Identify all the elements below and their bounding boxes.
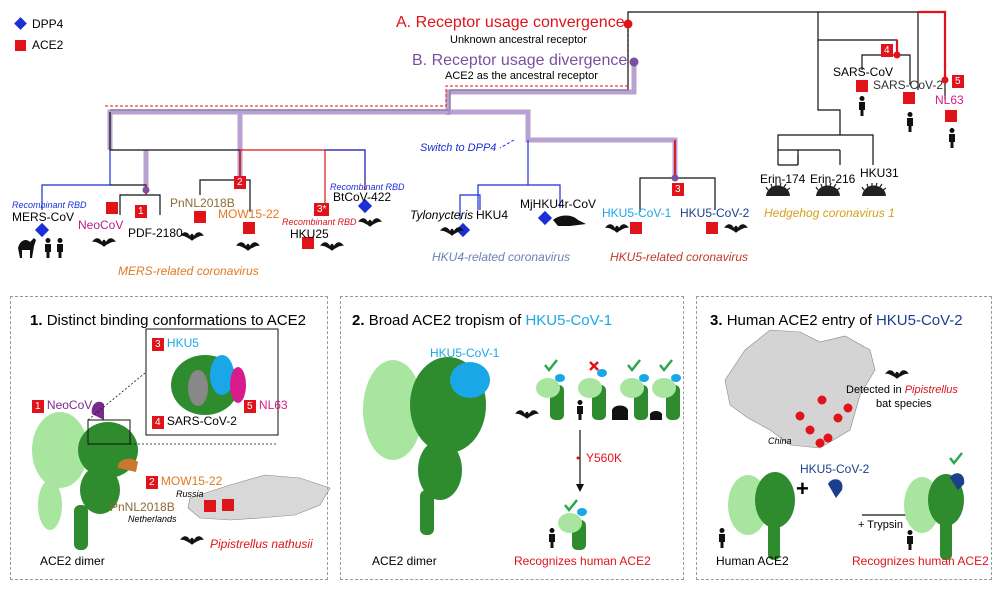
legend-ace2: ACE2 [32,38,64,52]
tip-neocov: NeoCoV [78,218,124,232]
p1-neocov-label: 1 NeoCoV [32,398,92,413]
p2-recognizes: Recognizes human ACE2 [514,554,651,568]
p3-trypsin: + Trypsin [858,519,903,531]
p1-hku5-label: 3 HKU5 [152,336,199,351]
convergence-sub: Unknown ancestral receptor [450,34,587,46]
badge-4: 4 [881,44,893,57]
badge-3: 3 [672,183,684,196]
tip-mow: MOW15-22 [218,207,280,221]
tip-erin-174: Erin-174 [760,172,806,186]
recomb-label-3: Recombinant RBD [282,217,357,227]
tip-mjhku4r: MjHKU4r-CoV [520,197,597,211]
panel-3 [696,296,992,580]
badge-3-star: 3* [314,203,330,216]
pangolin-icon [553,215,586,226]
panel3-title: 3. Human ACE2 entry of HKU5-CoV-2 [710,312,963,329]
tip-sars: SARS-CoV [833,65,894,79]
tip-hku25: HKU25 [290,227,329,241]
panel3-human-ace2 [728,472,795,560]
convergence-label: A. Receptor usage convergence [396,14,625,31]
p1-dimer: ACE2 dimer [40,554,105,568]
camel-icon [18,238,36,258]
clade-hku5: HKU5-related coronavirus [610,250,749,264]
p3-china: China [768,436,792,446]
panel2-receptors [536,369,681,420]
tip-pnnl: PnNL2018B [170,196,235,210]
p3-recognizes: Recognizes human ACE2 [852,554,989,568]
p1-bat-species: Pipistrellus nathusii [210,537,313,551]
badge-1: 1 [135,205,147,218]
divergence-label: B. Receptor usage divergence [412,52,628,69]
tip-pdf: PDF-2180 [128,226,183,240]
divergence-sub: ACE2 as the ancestral receptor [445,70,598,82]
tip-hku31: HKU31 [860,166,899,180]
p2-virus-label: HKU5-CoV-1 [430,346,500,360]
p1-pnnl: PnNL2018B [110,500,175,514]
panel2-title: 2. Broad ACE2 tropism of HKU5-CoV-1 [352,312,613,329]
p3-detected: Detected in Pipistrellus [846,384,958,396]
convergence-node [623,19,633,29]
tip-hku4: HKU4 [476,208,509,222]
p1-russia: Russia [176,489,204,499]
p1-netherlands: Netherlands [128,514,177,524]
tip-tylonycteris: Tylonycteris [410,208,474,222]
p3-bat-species: bat species [876,398,932,410]
recomb-label-1: Recombinant RBD [12,200,87,210]
p1-mow-label: 2 MOW15-22 [146,474,222,489]
divergence-node [629,57,639,67]
p3-human-ace2: Human ACE2 [716,554,789,568]
tip-nl63: NL63 [935,93,964,107]
tip-hku5-cov-1: HKU5-CoV-1 [602,206,672,220]
tip-mers: MERS-CoV [12,210,75,224]
dpp4-legend-icon [14,17,27,30]
ace2-legend-icon [15,40,26,51]
p3-plus: + [796,476,809,501]
legend-dpp4: DPP4 [32,17,64,31]
p3-virus-label: HKU5-CoV-2 [800,462,870,476]
p2-dimer: ACE2 dimer [372,554,437,568]
p1-sars2-label: 4 SARS-CoV-2 [152,414,237,429]
clade-hku4: HKU4-related coronavirus [432,250,571,264]
clade-mers: MERS-related coronavirus [118,264,259,278]
p1-nl63-label: 5 NL63 [244,398,288,413]
panel1-title: 1. Distinct binding conformations to ACE… [30,312,306,329]
tip-erin-216: Erin-216 [810,172,856,186]
clade-hedgehog: Hedgehog coronavirus 1 [764,206,895,220]
tip-sars2: SARS-CoV-2 [873,78,944,92]
panel3-result-ace2 [904,473,965,560]
panel1-ace2-dimer [32,412,138,550]
recomb-label-2: Recombinant RBD [330,182,405,192]
p2-mutation: Y560K [586,451,623,465]
badge-2: 2 [234,176,246,189]
switch-label: Switch to DPP4 [420,142,497,154]
tip-btcov: BtCoV-422 [333,190,392,204]
badge-5: 5 [952,75,964,88]
panel-1 [10,296,328,580]
panel-2 [340,296,684,580]
tip-hku5-cov-2: HKU5-CoV-2 [680,206,750,220]
